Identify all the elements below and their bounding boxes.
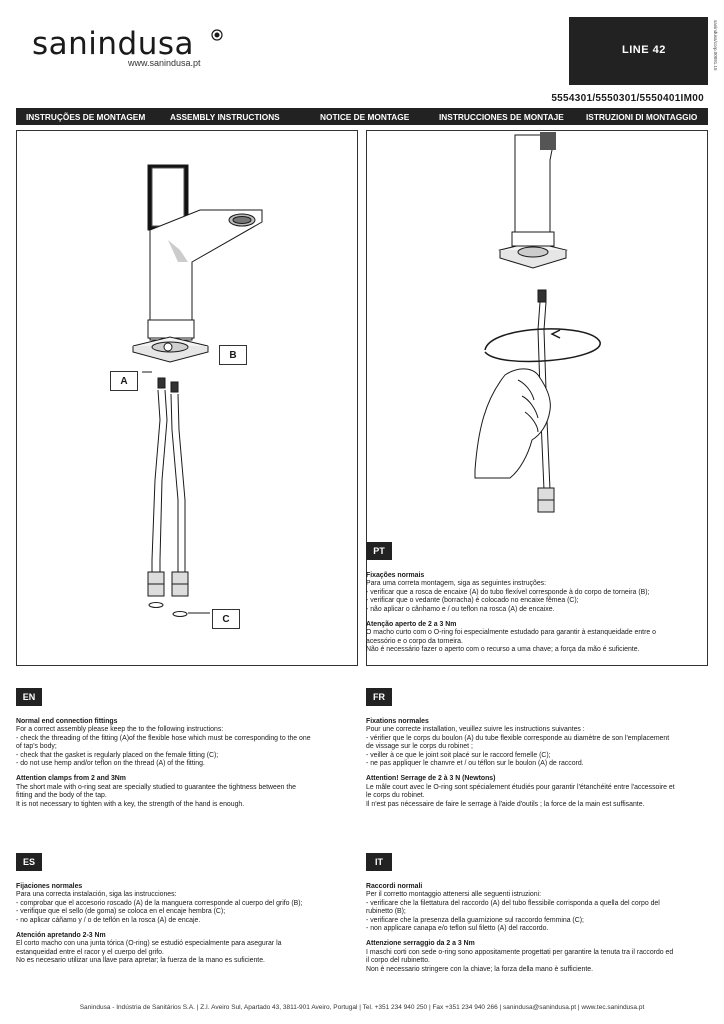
- en-line: - do not use hemp and/or teflon on the t…: [16, 760, 205, 768]
- it-heading-2: Attenzione serraggio da 2 a 3 Nm: [366, 940, 475, 948]
- lang-tag-pt: PT: [366, 542, 392, 560]
- fr-heading-2: Attention! Serrage de 2 à 3 N (Newtons): [366, 775, 496, 783]
- lang-tag-es: ES: [16, 853, 42, 871]
- it-line: Per il corretto montaggio attenersi alle…: [366, 891, 542, 899]
- es-line: - comprobar que el accesorio roscado (A)…: [16, 899, 303, 907]
- en-line: The short male with o-ring seat are spec…: [16, 783, 296, 791]
- section-pt: Fixações normais Para uma correta montag…: [366, 572, 704, 655]
- footer-contact: Sanindusa - Indústria de Sanitários S.A.…: [79, 1004, 645, 1011]
- fr-line: - vérifier que le corps du boulon (A) du…: [366, 734, 670, 742]
- product-codes: 5554301/5550301/5550401IM00: [551, 93, 704, 104]
- fr-line: Le mâle court avec le O-ring sont spécia…: [366, 783, 675, 791]
- fr-line: Pour une correcte installation, veuillez…: [366, 726, 585, 734]
- header-es: INSTRUCCIONES DE MONTAJE: [439, 112, 564, 122]
- en-line: For a correct assembly please keep the t…: [16, 726, 224, 734]
- es-line: No es necesario utilizar una llave para …: [16, 957, 265, 965]
- en-line: fitting and the body of the tap.: [16, 792, 107, 800]
- header-fr: NOTICE DE MONTAGE: [320, 112, 410, 122]
- language-header-bar: INSTRUÇÕES DE MONTAGEM ASSEMBLY INSTRUCT…: [16, 108, 708, 125]
- pt-heading-1: Fixações normais: [366, 572, 425, 579]
- es-heading-1: Fijaciones normales: [16, 883, 83, 890]
- es-line: Para una correcta instalación, siga las …: [16, 891, 177, 899]
- it-line: rubinetto (B);: [366, 908, 406, 916]
- header-en: ASSEMBLY INSTRUCTIONS: [170, 112, 280, 122]
- header-it: ISTRUZIONI DI MONTAGGIO: [586, 112, 698, 122]
- fr-heading-1: Fixations normales: [366, 718, 429, 725]
- header-pt: INSTRUÇÕES DE MONTAGEM: [26, 112, 146, 122]
- label-b: B: [219, 345, 247, 365]
- es-line: - no aplicar cáñamo y / o de teflón en l…: [16, 916, 201, 924]
- product-line-label: LINE 42: [622, 44, 666, 56]
- en-heading-2: Attention clamps from 2 and 3Nm: [16, 775, 126, 783]
- it-line: I maschi corti con sede o-ring sono appo…: [366, 948, 674, 956]
- it-line: - verificare che la filettatura del racc…: [366, 899, 660, 907]
- lang-tag-en: EN: [16, 688, 42, 706]
- it-line: Non è necessario stringere con la chiave…: [366, 965, 594, 973]
- fr-line: de vissage sur le corps du robinet ;: [366, 743, 473, 751]
- en-heading-1: Normal end connection fittings: [16, 718, 118, 725]
- pt-line: - não aplicar o cânhamo e / ou teflon na…: [366, 605, 555, 613]
- label-a: A: [110, 371, 138, 391]
- pt-line: Para uma correta montagem, siga as segui…: [366, 580, 547, 588]
- pt-line: - verificar que o vedante (borracha) é c…: [366, 597, 579, 605]
- fr-line: le corps du robinet.: [366, 792, 425, 800]
- website-url: www.sanindusa.pt: [128, 58, 201, 68]
- it-heading-1: Raccordi normali: [366, 883, 423, 890]
- es-line: - verifique que el sello (de goma) se co…: [16, 908, 226, 916]
- brand-logo: sanindusa: [32, 26, 195, 62]
- es-line: El corto macho con una junta tórica (O-r…: [16, 940, 282, 948]
- en-line: of tap's body;: [16, 743, 57, 751]
- document-code: sanindusa/corp.00091.15: [713, 20, 718, 71]
- section-es: Fijaciones normales Para una correcta in…: [16, 883, 354, 966]
- en-line: - check that the gasket is regularly pla…: [16, 751, 219, 759]
- en-line: It is not necessary to tighten with a ke…: [16, 800, 245, 808]
- lang-tag-fr: FR: [366, 688, 392, 706]
- section-en: Normal end connection fittings For a cor…: [16, 718, 354, 809]
- section-fr: Fixations normales Pour une correcte ins…: [366, 718, 704, 809]
- pt-line: - verificar que a rosca de encaixe (A) d…: [366, 588, 650, 596]
- logo-mark-icon: [211, 29, 223, 41]
- it-line: - verificare che la presenza della guarn…: [366, 916, 584, 924]
- lang-tag-it: IT: [366, 853, 392, 871]
- product-line-box: LINE 42: [569, 17, 708, 85]
- fr-line: Il n'est pas nécessaire de faire le serr…: [366, 800, 645, 808]
- it-line: - non applicare canapa e/o teflon sul fi…: [366, 925, 549, 933]
- section-it: Raccordi normali Per il corretto montagg…: [366, 883, 704, 974]
- fr-line: - ne pas appliquer le chanvre et / ou té…: [366, 760, 584, 768]
- pt-line: acessório e o corpo da torneira.: [366, 637, 463, 645]
- label-c: C: [212, 609, 240, 629]
- fr-line: - veiller à ce que le joint soit placé s…: [366, 751, 551, 759]
- es-heading-2: Atención apretando 2-3 Nm: [16, 932, 106, 940]
- pt-line: Não é necessário fazer o aperto com o re…: [366, 646, 640, 654]
- es-line: estanqueidad entre el racor y el cuerpo …: [16, 948, 164, 956]
- pt-line: O macho curto com o O-ring foi especialm…: [366, 629, 656, 637]
- it-line: il corpo del rubinetto.: [366, 957, 430, 965]
- pt-heading-2: Atenção aperto de 2 a 3 Nm: [366, 621, 457, 629]
- en-line: - check the threading of the fitting (A)…: [16, 734, 311, 742]
